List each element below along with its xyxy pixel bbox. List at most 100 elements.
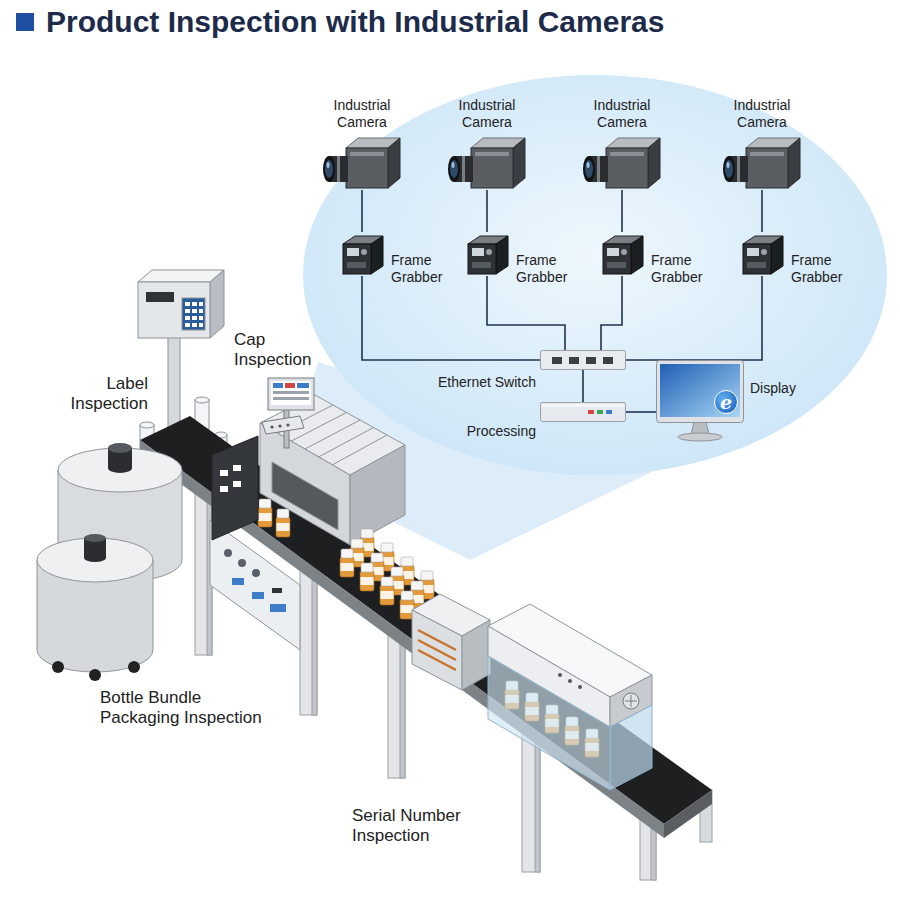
glass-enclosure	[610, 705, 652, 790]
cap-machine-housing	[260, 395, 405, 545]
frame-grabber-icon	[339, 232, 385, 276]
frame-grabber-icon	[771, 236, 783, 274]
filler-tubes	[195, 397, 209, 403]
cap-machine-housing	[260, 423, 350, 545]
connector-line	[626, 276, 762, 360]
frame-grabber-icon: Frame Grabber	[464, 232, 510, 276]
camera-region-bubble	[303, 75, 887, 475]
control-panel	[224, 549, 232, 557]
inspection-monitor	[262, 416, 304, 434]
capper-block	[212, 436, 258, 540]
processing-box	[540, 402, 626, 422]
inspection-monitor	[297, 383, 309, 388]
title: Product Inspection with Industrial Camer…	[46, 3, 664, 41]
processing-box	[606, 410, 612, 414]
callout-label: Label Inspection	[52, 374, 148, 414]
switch-box	[541, 351, 626, 370]
frame-grabber-icon	[631, 236, 643, 274]
label-roll-front	[84, 534, 106, 542]
camera-icon	[448, 156, 460, 182]
switch-box	[569, 357, 579, 364]
label-roll-back	[108, 463, 132, 473]
serial-box	[412, 594, 490, 690]
control-cabinet	[199, 316, 203, 320]
control-cabinet	[192, 309, 197, 313]
display-monitor	[660, 364, 740, 417]
frame-grabber-icon	[599, 232, 645, 276]
control-cabinet	[185, 323, 190, 327]
camera-icon	[447, 134, 527, 190]
camera-icon	[585, 160, 593, 178]
frame-grabber-icon	[496, 236, 508, 274]
frame-grabber-icon	[603, 244, 631, 274]
control-panel	[210, 520, 300, 650]
camera-icon	[737, 156, 740, 182]
title-bullet	[16, 13, 34, 31]
camera-icon: Industrial Camera	[582, 134, 662, 190]
bottles	[360, 563, 374, 591]
node-label: Frame Grabber	[391, 252, 453, 286]
camera-icon	[327, 162, 330, 168]
inspection-monitor	[262, 378, 314, 448]
connector-line	[601, 276, 622, 350]
serial-box	[418, 640, 456, 660]
connector-line	[626, 411, 656, 413]
camera-icon	[452, 162, 455, 168]
serial-box	[462, 620, 490, 690]
serial-box	[418, 650, 456, 670]
processing-box	[541, 403, 626, 422]
camera-icon: Industrial Camera	[322, 134, 402, 190]
display-monitor	[657, 361, 744, 423]
control-cabinet	[192, 302, 197, 306]
camera-icon	[450, 160, 458, 178]
node-label: Frame Grabber	[651, 252, 713, 286]
frame-grabber-icon	[361, 249, 367, 255]
capper-block	[233, 481, 241, 487]
camera-icon	[597, 156, 600, 182]
node-label: Frame Grabber	[516, 252, 578, 286]
node-label: Processing	[467, 423, 536, 440]
glass-enclosure	[578, 685, 582, 689]
frame-grabber-icon	[347, 262, 366, 268]
control-cabinet	[138, 270, 224, 282]
node-label: Industrial Camera	[448, 97, 526, 131]
frame-grabber-icon	[747, 248, 759, 256]
control-panel	[210, 520, 300, 650]
control-cabinet	[192, 316, 197, 320]
camera-icon	[723, 156, 735, 182]
camera-icon	[606, 148, 648, 188]
frame-grabber-icon	[607, 262, 626, 268]
inspection-monitor	[268, 378, 314, 410]
connector-line	[361, 190, 363, 232]
frame-grabber-icon	[621, 249, 627, 255]
inspection-monitor	[273, 383, 283, 388]
camera-icon: Industrial Camera	[722, 134, 802, 190]
label-roll-front	[128, 661, 140, 673]
frame-grabber-icon	[743, 244, 771, 274]
camera-icon	[610, 152, 644, 156]
conveyor-legs	[195, 480, 212, 655]
inspection-monitor	[286, 423, 289, 426]
bottles	[258, 499, 272, 527]
inspection-monitor	[273, 391, 309, 394]
camera-icon	[323, 156, 335, 182]
frame-grabber-icon	[747, 262, 766, 268]
inspection-monitor	[285, 383, 295, 388]
control-panel	[272, 588, 282, 593]
frame-grabber-icon: Frame Grabber	[599, 232, 645, 276]
control-cabinet	[182, 298, 205, 330]
control-cabinet	[146, 292, 174, 302]
label-roll-front	[37, 538, 153, 582]
camera-region-bubble	[288, 75, 887, 560]
conveyor-belt	[140, 416, 712, 824]
frame-grabber-icon	[472, 248, 484, 256]
node-label: Industrial Camera	[583, 97, 661, 131]
camera-icon	[648, 138, 660, 188]
bottles	[340, 549, 354, 577]
display-monitor	[691, 422, 709, 434]
frame-grabber-icon	[371, 236, 383, 274]
callout-label: Bottle Bundle Packaging Inspection	[100, 688, 274, 728]
connector-line	[582, 370, 584, 402]
camera-icon	[513, 138, 525, 188]
